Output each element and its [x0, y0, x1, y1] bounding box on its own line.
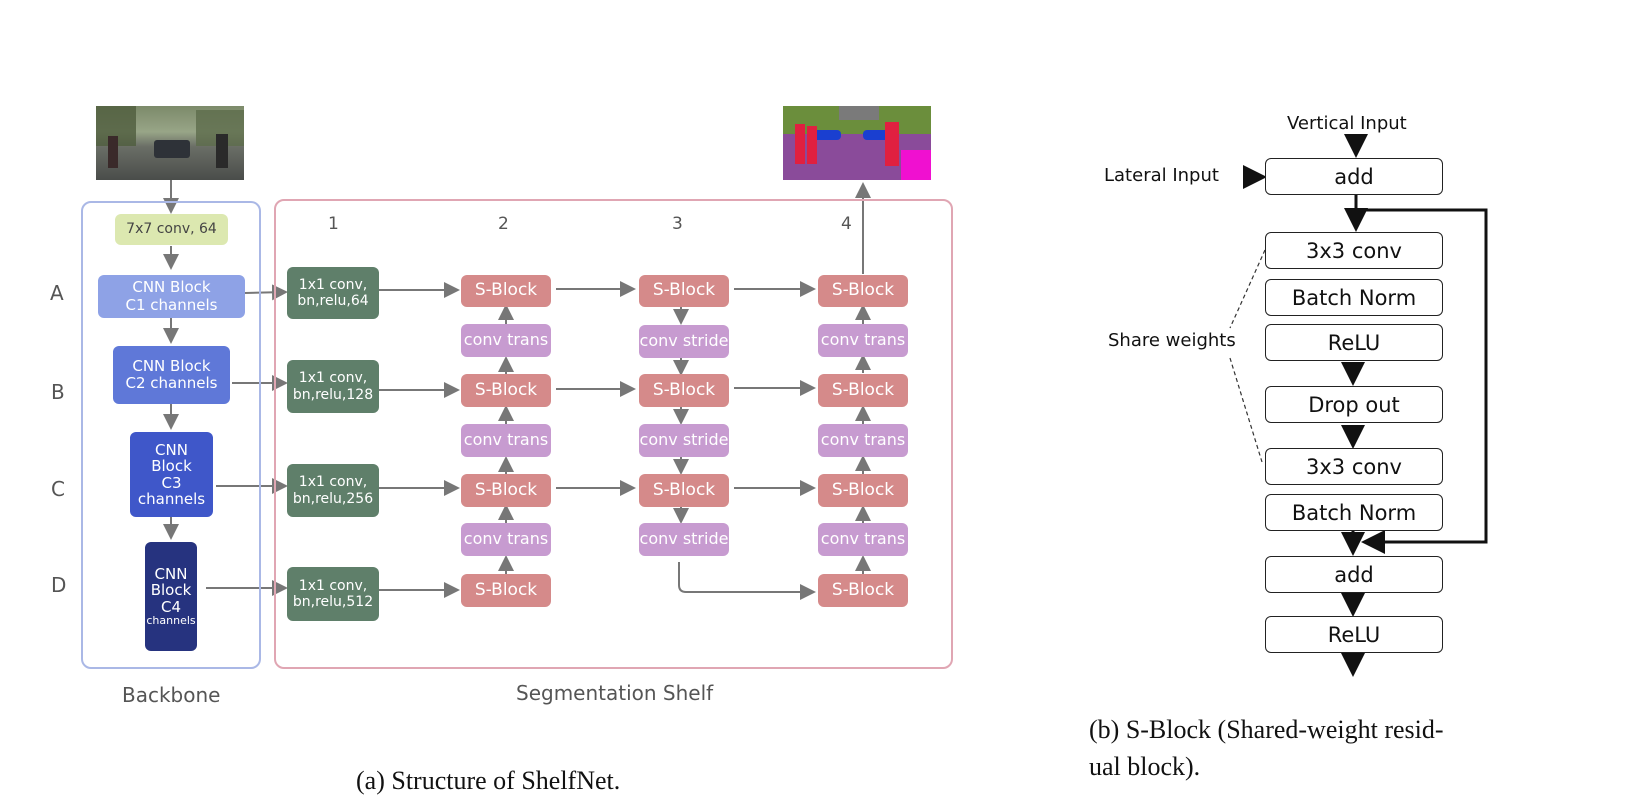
cnn-block-c3-line4: channels: [137, 490, 206, 508]
conv-stride-3ab: conv stride: [639, 325, 729, 358]
conv-stride-3cd: conv stride: [639, 523, 729, 556]
cnn-block-c3-line2: Block: [151, 457, 192, 475]
s-block-3b: S-Block: [639, 374, 729, 407]
conv1x1-b-line1: 1x1 conv,: [298, 370, 368, 387]
row-label-a: A: [50, 281, 64, 305]
sblock-batch-norm-second: Batch Norm: [1265, 494, 1443, 531]
conv-trans-4bc: conv trans: [818, 424, 908, 457]
sblock-batch-norm-first: Batch Norm: [1265, 279, 1443, 316]
conv1x1-b-line2: bn,relu,128: [292, 386, 374, 403]
conv-trans-2cd: conv trans: [461, 523, 551, 556]
cnn-block-c2: CNN Block C2 channels: [113, 346, 230, 404]
cnn-block-c3-line3: C3: [161, 473, 182, 492]
s-block-2a: S-Block: [461, 275, 551, 307]
s-block-3a: S-Block: [639, 275, 729, 307]
caption-b-line1: (b) S-Block (Shared-weight resid-: [1089, 715, 1444, 744]
conv1x1-d-line2: bn,relu,512: [292, 594, 374, 610]
conv1x1-block-b: 1x1 conv, bn,relu,128: [287, 360, 379, 413]
cnn-block-c3: CNN Block C3 channels: [130, 432, 213, 517]
cnn-block-c4: CNN Block C4 channels: [145, 542, 197, 651]
sblock-conv3x3-first: 3x3 conv: [1265, 232, 1443, 269]
conv1x1-c-line2: bn,relu,256: [292, 490, 374, 507]
s-block-4a: S-Block: [818, 275, 908, 307]
cnn-block-c4-line2: Block: [150, 581, 192, 600]
conv1x1-block-a: 1x1 conv, bn,relu,64: [287, 267, 379, 319]
segmentation-shelf-label: Segmentation Shelf: [516, 681, 714, 705]
cnn-block-c1-line1: CNN Block: [132, 278, 211, 297]
cnn-block-c3-line1: CNN: [155, 440, 188, 459]
s-block-4c: S-Block: [818, 474, 908, 507]
column-label-2: 2: [498, 214, 509, 234]
sblock-add-top: add: [1265, 158, 1443, 195]
cnn-block-c4-line3: C4: [160, 597, 182, 616]
cnn-block-c1-line2: C1 channels: [125, 295, 218, 314]
s-block-3c: S-Block: [639, 474, 729, 507]
sblock-dropout: Drop out: [1265, 386, 1443, 423]
row-label-c: C: [51, 477, 65, 501]
row-label-d: D: [51, 573, 67, 597]
row-label-b: B: [51, 380, 65, 404]
output-segmentation-image: [783, 106, 931, 180]
cnn-block-c1: CNN Block C1 channels: [98, 275, 245, 318]
conv1x1-a-line1: 1x1 conv,: [298, 276, 368, 293]
conv-stride-3bc: conv stride: [639, 424, 729, 457]
caption-b-line2: ual block).: [1089, 752, 1201, 781]
caption-a: (a) Structure of ShelfNet.: [356, 766, 621, 795]
cnn-block-c2-line2: C2 channels: [125, 374, 218, 392]
conv1x1-a-line2: bn,relu,64: [297, 293, 369, 309]
backbone-label: Backbone: [122, 683, 221, 707]
conv-trans-4ab: conv trans: [818, 324, 908, 357]
conv-trans-2ab: conv trans: [461, 324, 551, 357]
conv1x1-block-d: 1x1 conv, bn,relu,512: [287, 567, 379, 621]
conv1x1-c-line1: 1x1 conv,: [298, 474, 368, 491]
s-block-4d: S-Block: [818, 574, 908, 607]
column-label-3: 3: [672, 214, 683, 234]
s-block-2d: S-Block: [461, 574, 551, 607]
cnn-block-c2-line1: CNN Block: [132, 356, 211, 375]
sblock-add-bottom: add: [1265, 556, 1443, 593]
share-weights-label: Share weights: [1108, 330, 1236, 351]
vertical-input-label: Vertical Input: [1287, 113, 1407, 134]
s-block-4b: S-Block: [818, 374, 908, 407]
cnn-block-c4-line1: CNN: [154, 564, 188, 583]
sblock-relu-final: ReLU: [1265, 616, 1443, 653]
conv1x1-block-c: 1x1 conv, bn,relu,256: [287, 464, 379, 517]
s-block-2c: S-Block: [461, 474, 551, 507]
conv-trans-4cd: conv trans: [818, 523, 908, 556]
input-street-image: [96, 106, 244, 180]
column-label-4: 4: [841, 214, 852, 234]
sblock-conv3x3-second: 3x3 conv: [1265, 448, 1443, 485]
cnn-block-c4-line4: channels: [146, 614, 196, 628]
lateral-input-label: Lateral Input: [1104, 165, 1219, 186]
conv-trans-2bc: conv trans: [461, 424, 551, 457]
sblock-relu-first: ReLU: [1265, 324, 1443, 361]
backbone-frame: [81, 201, 261, 669]
stem-conv-block: 7x7 conv, 64: [115, 214, 228, 245]
column-label-1: 1: [328, 214, 339, 234]
s-block-2b: S-Block: [461, 374, 551, 407]
segmentation-shelf-frame: [274, 199, 953, 669]
conv1x1-d-line1: 1x1 conv,: [298, 577, 368, 594]
